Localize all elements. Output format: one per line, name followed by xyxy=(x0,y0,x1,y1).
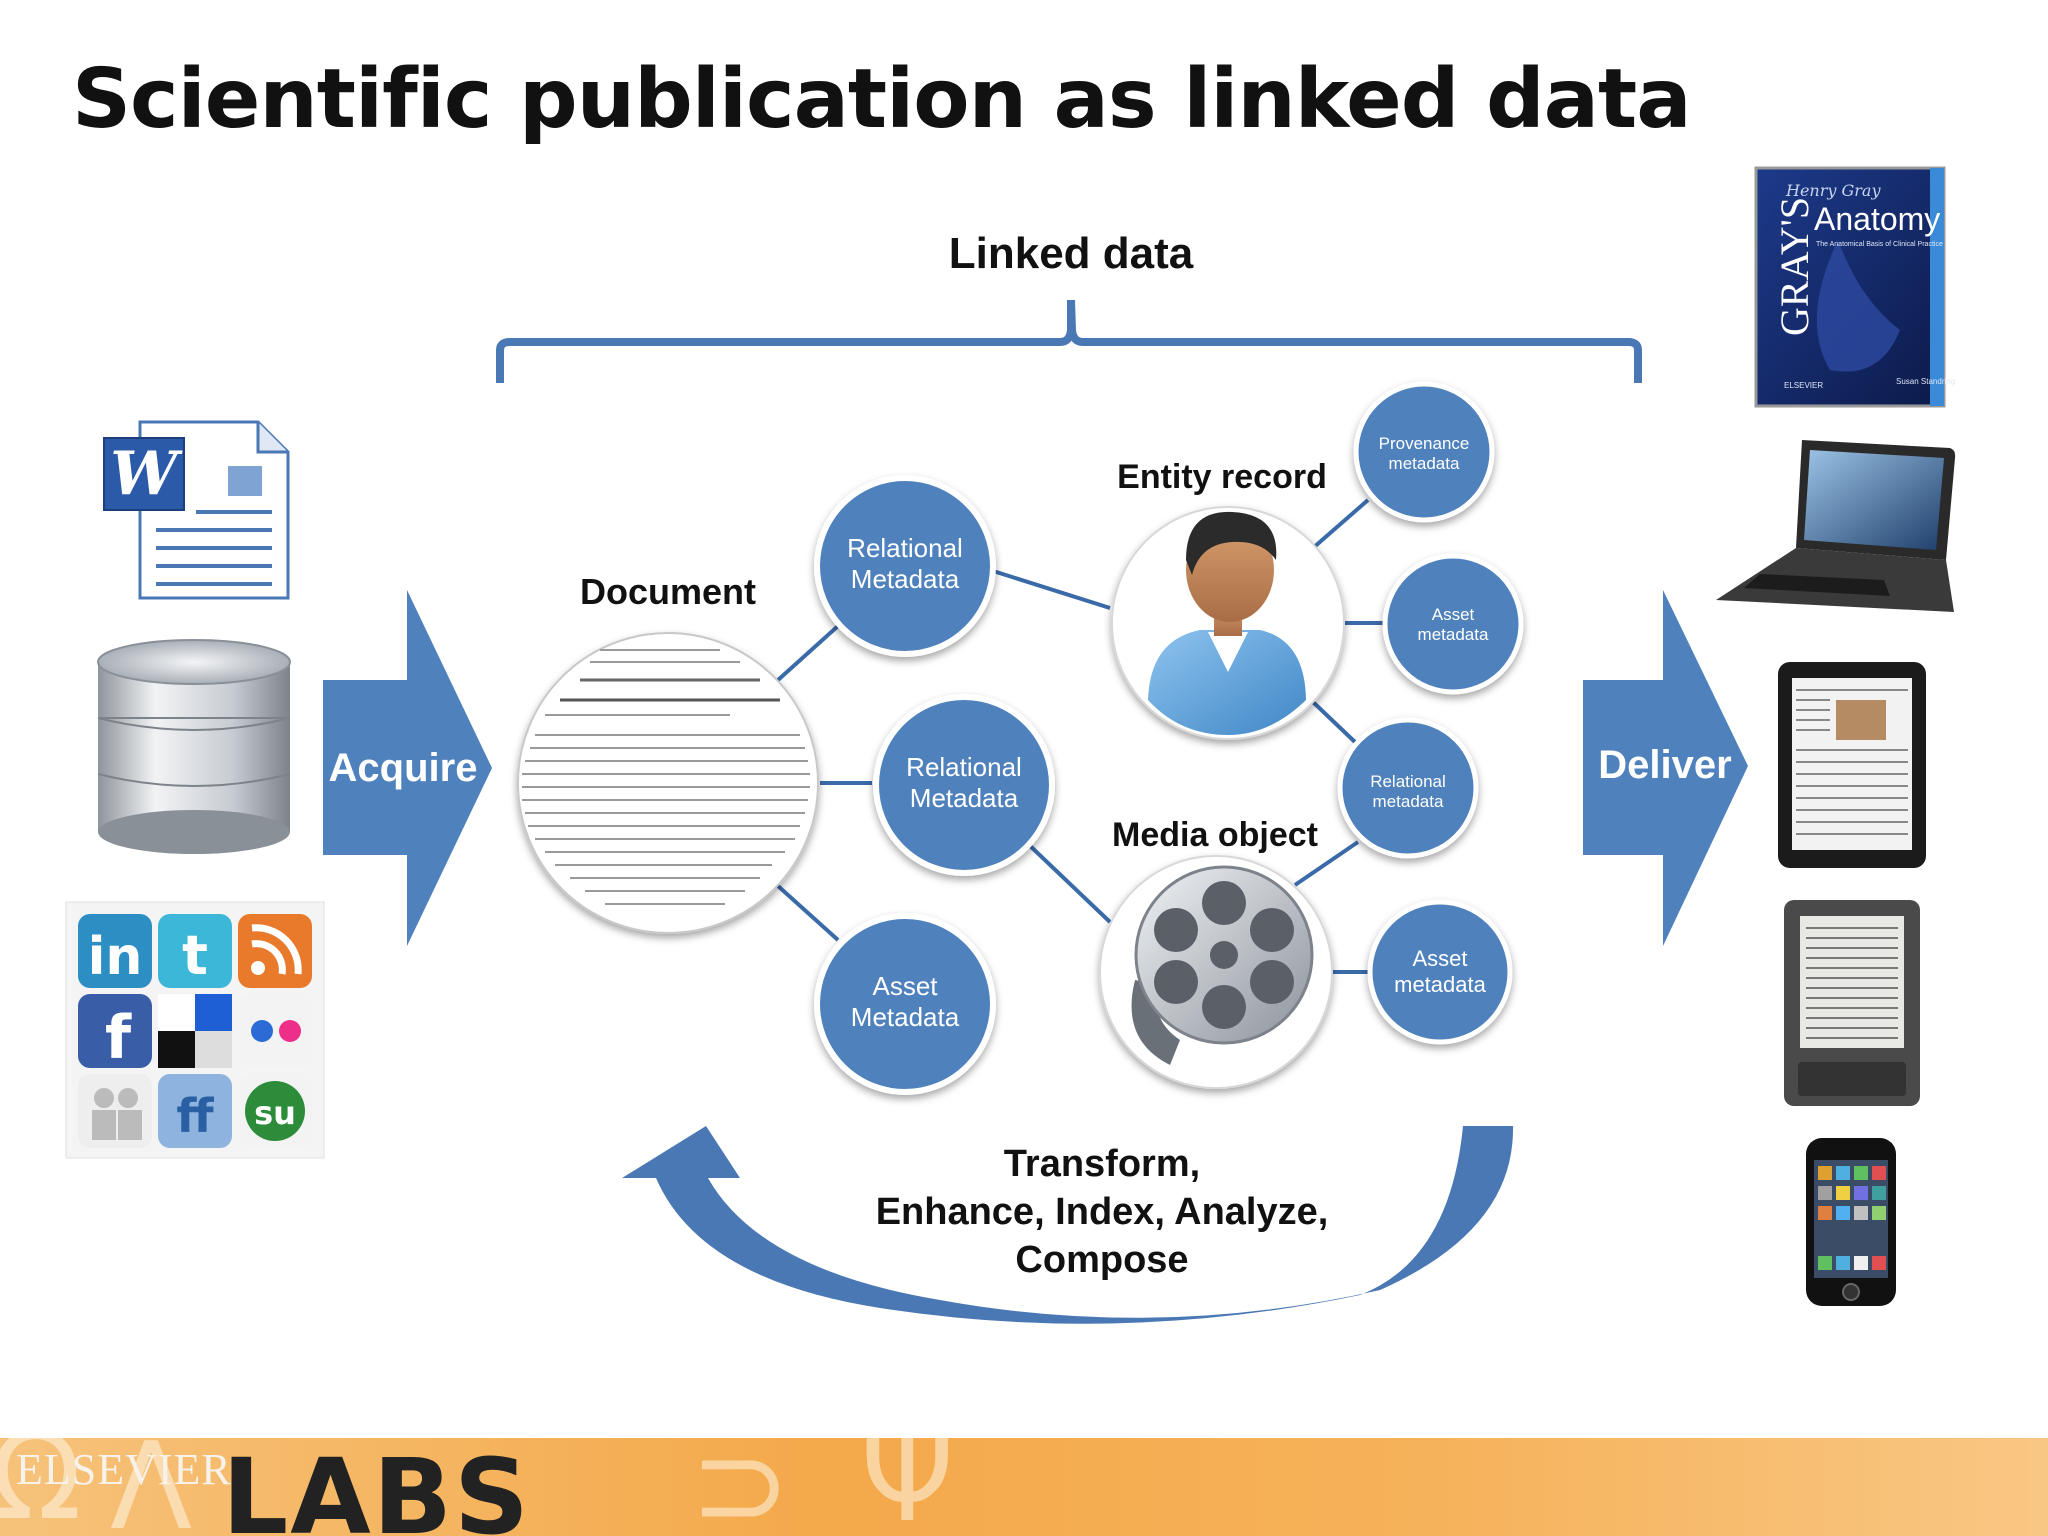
node-asset-metadata-media xyxy=(1367,899,1513,1045)
transform-label-line2: Enhance, Index, Analyze, xyxy=(876,1191,1329,1233)
person-icon xyxy=(1148,511,1306,735)
ereader-icon xyxy=(1784,900,1920,1106)
footer-arrow-icon: ⊃ xyxy=(690,1438,791,1536)
film-reel-icon xyxy=(1131,865,1314,1065)
book-spine-title: GRAY'S xyxy=(1772,197,1817,336)
node-relational-metadata-mid-line1: Relational xyxy=(906,752,1022,782)
node-asset-metadata-doc-line2: Metadata xyxy=(851,1002,960,1032)
stumbleupon-icon: su xyxy=(238,1074,312,1148)
document-text-lines xyxy=(522,649,810,905)
document-label: Document xyxy=(580,571,756,612)
svg-text:su: su xyxy=(254,1094,296,1132)
metadata-nodes: Relational Metadata Relational Metadata … xyxy=(814,381,1524,1095)
database-icon xyxy=(97,639,291,854)
connector-reltop-entity xyxy=(989,568,1111,610)
connector-media-shared xyxy=(1293,840,1360,887)
linkedin-icon: in xyxy=(78,914,152,988)
word-document-icon: W xyxy=(103,420,290,600)
node-asset-metadata-entity-line2: metadata xyxy=(1418,625,1489,644)
flickr-icon xyxy=(238,994,312,1068)
node-provenance-metadata-line1: Provenance xyxy=(1379,434,1470,453)
acquire-arrow xyxy=(323,590,492,946)
rss-icon xyxy=(238,914,312,988)
acquire-label: Acquire xyxy=(329,746,478,790)
transform-label-line1: Transform, xyxy=(1004,1143,1200,1185)
laptop-icon xyxy=(1716,440,1956,612)
smartphone-icon xyxy=(1806,1138,1896,1306)
node-relational-metadata-top-line2: Metadata xyxy=(851,564,960,594)
book-editor: Susan Standring xyxy=(1896,377,1955,386)
linked-data-brace xyxy=(496,299,1642,383)
node-provenance-metadata-line2: metadata xyxy=(1389,454,1460,473)
friendfeed-icon: ff xyxy=(158,1074,232,1148)
node-relational-metadata-mid xyxy=(873,694,1055,876)
book-cover: Henry Gray GRAY'S Anatomy The Anatomical… xyxy=(1754,166,1955,408)
svg-text:W: W xyxy=(110,439,183,509)
deliver-arrow xyxy=(1583,590,1748,946)
slide-title: Scientific publication as linked data xyxy=(72,52,1692,147)
node-provenance-metadata xyxy=(1353,381,1495,523)
tablet-icon xyxy=(1778,662,1926,868)
connector-entity-shared xyxy=(1311,700,1358,745)
svg-text:in: in xyxy=(88,927,143,987)
footer-lambda-icon: Λ xyxy=(110,1438,193,1536)
node-relational-metadata-top xyxy=(814,475,996,657)
social-media-icons: in t f xyxy=(65,901,325,1159)
node-relational-metadata-shared-line2: metadata xyxy=(1373,792,1444,811)
node-relational-metadata-mid-line2: Metadata xyxy=(910,783,1019,813)
linked-data-label: Linked data xyxy=(949,229,1194,278)
svg-text:f: f xyxy=(105,1003,132,1073)
footer-labs-text: LABS xyxy=(222,1438,531,1536)
footer-banner: Ω Λ ⊃ Ψ ELSEVIER LABS xyxy=(0,1438,2048,1536)
deliver-label: Deliver xyxy=(1598,743,1731,787)
book-title: Anatomy xyxy=(1814,201,1940,237)
node-relational-metadata-shared xyxy=(1337,717,1479,859)
footer-omega-icon: Ω xyxy=(0,1438,82,1536)
node-relational-metadata-shared-line1: Relational xyxy=(1370,772,1446,791)
connector-relmid-media xyxy=(1024,840,1112,924)
delicious-icon xyxy=(158,994,232,1068)
entity-record-label: Entity record xyxy=(1117,458,1327,496)
svg-text:ff: ff xyxy=(176,1089,214,1143)
document-thumbnail xyxy=(517,632,819,934)
svg-text:t: t xyxy=(182,924,208,987)
node-asset-metadata-media-line1: Asset xyxy=(1412,946,1467,971)
footer-psi-icon: Ψ xyxy=(860,1438,955,1536)
node-asset-metadata-doc-line1: Asset xyxy=(872,971,938,1001)
node-asset-metadata-doc xyxy=(814,913,996,1095)
connector-entity-provenance xyxy=(1311,498,1370,550)
media-object-label: Media object xyxy=(1112,816,1318,854)
transform-label-line3: Compose xyxy=(1015,1239,1188,1281)
book-publisher: ELSEVIER xyxy=(1784,381,1823,390)
myspace-icon xyxy=(78,1074,152,1148)
node-asset-metadata-entity-line1: Asset xyxy=(1432,605,1475,624)
facebook-icon: f xyxy=(78,994,152,1073)
connector-doc-asset xyxy=(776,884,840,942)
connector-doc-reltop xyxy=(776,624,840,682)
transform-cycle-arrow xyxy=(622,1126,1514,1324)
node-relational-metadata-top-line1: Relational xyxy=(847,533,963,563)
footer-elsevier-text: ELSEVIER xyxy=(16,1445,232,1494)
twitter-icon: t xyxy=(158,914,232,988)
node-asset-metadata-media-line2: metadata xyxy=(1394,972,1486,997)
book-subtitle: The Anatomical Basis of Clinical Practic… xyxy=(1816,241,1943,248)
book-signature: Henry Gray xyxy=(1785,181,1881,200)
node-asset-metadata-entity xyxy=(1382,553,1524,695)
